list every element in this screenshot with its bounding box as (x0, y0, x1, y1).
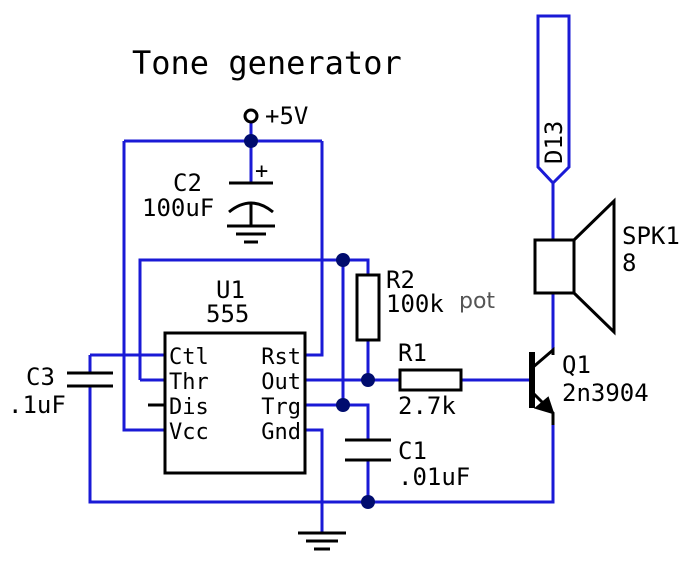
power-label: +5V (265, 102, 308, 130)
power-terminal-icon (243, 108, 259, 124)
r2-value: 100k (386, 290, 444, 318)
c2-value: 100uF (142, 194, 214, 222)
c1-ref: C1 (398, 437, 427, 465)
c3-value: .1uF (8, 391, 66, 419)
r2-note: pot (459, 289, 495, 314)
u1-pin-ctl: Ctl (169, 345, 209, 370)
junction-c1-bottom (361, 495, 375, 509)
u1-pin-gnd: Gnd (261, 420, 301, 445)
r2-ref: R2 (386, 266, 415, 294)
q1-part: 2n3904 (562, 379, 649, 407)
u1-pin-dis: Dis (169, 395, 209, 420)
u1-part: 555 (206, 300, 249, 328)
wire-gnd (305, 428, 324, 533)
c2-polarity-mark: + (255, 159, 268, 184)
capacitor-c3 (67, 371, 113, 388)
wire-vcc-to-rst (305, 141, 324, 357)
resistor-r2 (355, 273, 381, 342)
schematic-title: Tone generator (132, 44, 402, 82)
wire-vcc-left (122, 141, 165, 432)
speaker-spk1-icon (533, 197, 616, 336)
c3-ref: C3 (26, 363, 55, 391)
port-label: D13 (540, 121, 568, 164)
ic-u1 (148, 331, 307, 475)
u1-pin-vcc: Vcc (169, 420, 209, 445)
q1-ref: Q1 (562, 351, 591, 379)
capacitor-c2 (227, 181, 275, 244)
wire-bottom-rail (88, 386, 555, 504)
junction-trg (336, 398, 350, 412)
junction-r2-top (336, 253, 350, 267)
junction-out (361, 373, 375, 387)
resistor-r1 (398, 368, 463, 392)
junction-vcc (244, 134, 258, 148)
c1-value: .01uF (398, 463, 470, 491)
u1-pin-trg: Trg (261, 395, 301, 420)
c2-ref: C2 (173, 169, 202, 197)
wire-trg (305, 403, 370, 440)
u1-pin-thr: Thr (169, 370, 209, 395)
wire-thr-loop (138, 258, 370, 382)
ground-icon (298, 531, 346, 551)
port-d13-outline (536, 14, 571, 186)
u1-pin-rst: Rst (261, 345, 301, 370)
wires (88, 14, 571, 533)
u1-ref: U1 (216, 276, 245, 304)
spk1-value: 8 (622, 249, 636, 277)
junctions (244, 134, 375, 509)
transistor-q1 (529, 346, 555, 425)
r1-ref: R1 (398, 339, 427, 367)
u1-pin-out: Out (261, 370, 301, 395)
r1-value: 2.7k (398, 392, 456, 420)
spk1-ref: SPK1 (622, 222, 680, 250)
capacitor-c1 (345, 438, 391, 462)
